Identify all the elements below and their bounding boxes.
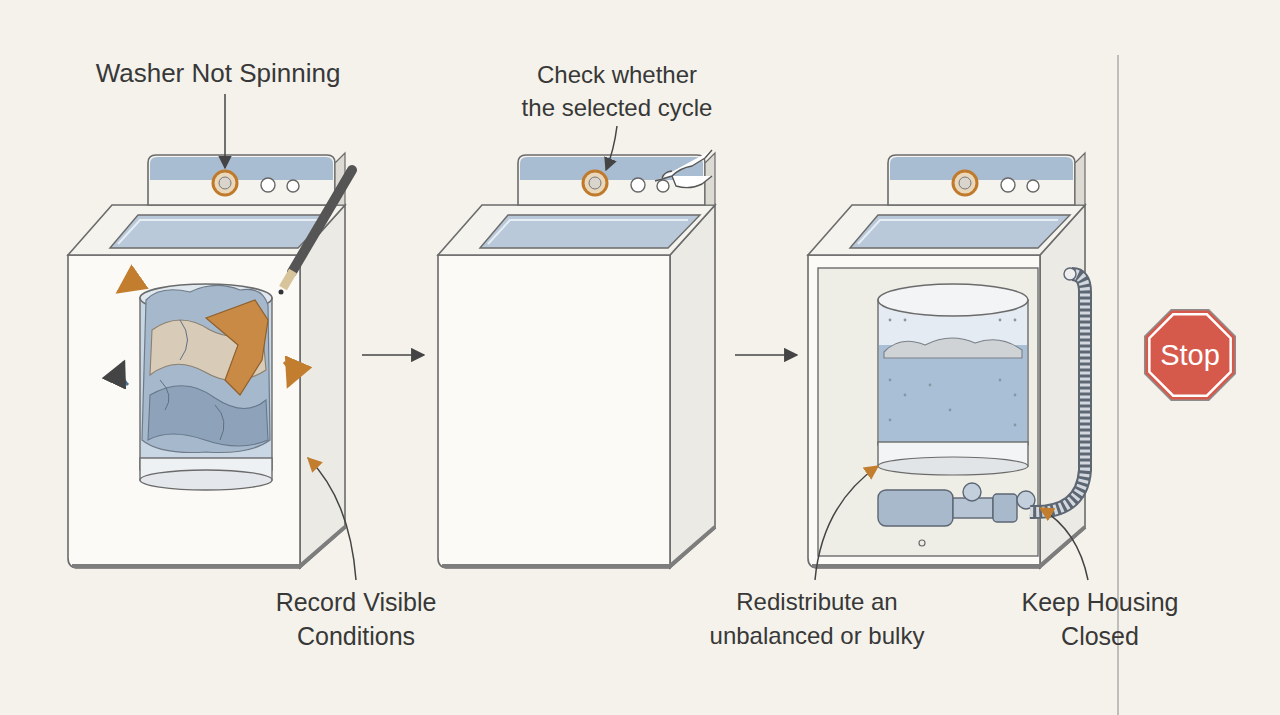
callout-label: Check whether the selected cycle — [518, 58, 716, 124]
clothes — [142, 285, 270, 452]
leader-line — [224, 94, 226, 168]
leader-line — [308, 458, 356, 580]
washer-illustration — [438, 153, 715, 568]
fabric-folds — [160, 320, 224, 440]
leader-line — [1040, 508, 1088, 580]
washer-illustration — [68, 153, 345, 568]
drum-base — [878, 457, 1028, 475]
clothes — [148, 386, 268, 446]
screw — [919, 540, 925, 546]
hose-clip — [1064, 268, 1076, 280]
pencil-lead — [279, 290, 284, 295]
rotation-arrow — [122, 362, 128, 385]
rotation-arrow — [118, 287, 140, 292]
valve — [963, 483, 981, 501]
leader-line — [606, 126, 617, 170]
drain-hose-ribs — [1030, 274, 1085, 512]
leader-line — [815, 466, 878, 580]
orange-garment — [206, 300, 268, 395]
pencil-body — [292, 170, 352, 272]
pencil-tip — [283, 271, 293, 288]
open-housing-interior — [818, 268, 1085, 556]
transparent-drum — [118, 284, 290, 490]
clothes — [884, 338, 1022, 358]
drum-base — [140, 470, 272, 490]
water — [879, 345, 1027, 445]
callout-label: Redistribute an unbalanced or bulky — [704, 585, 930, 653]
valve — [993, 494, 1017, 522]
drum-rim — [878, 284, 1028, 316]
housing-opening — [818, 268, 1038, 556]
stop-sign: Stop — [1140, 305, 1240, 405]
pump — [878, 490, 953, 526]
stop-text: Stop — [1140, 305, 1240, 405]
drain-hose — [1030, 274, 1085, 512]
step-arrow — [735, 354, 797, 356]
washer-illustration — [808, 153, 1085, 568]
callout-label: Washer Not Spinning — [68, 56, 368, 90]
step-arrow — [362, 354, 424, 356]
drum-perforations — [889, 319, 1017, 427]
callout-label: Keep Housing Closed — [1014, 585, 1186, 653]
drum-wall — [878, 300, 1028, 445]
pointing-hand — [655, 150, 712, 188]
pencil — [279, 170, 353, 295]
rotation-arrow — [284, 362, 290, 386]
callout-label: Record Visible Conditions — [270, 585, 442, 653]
